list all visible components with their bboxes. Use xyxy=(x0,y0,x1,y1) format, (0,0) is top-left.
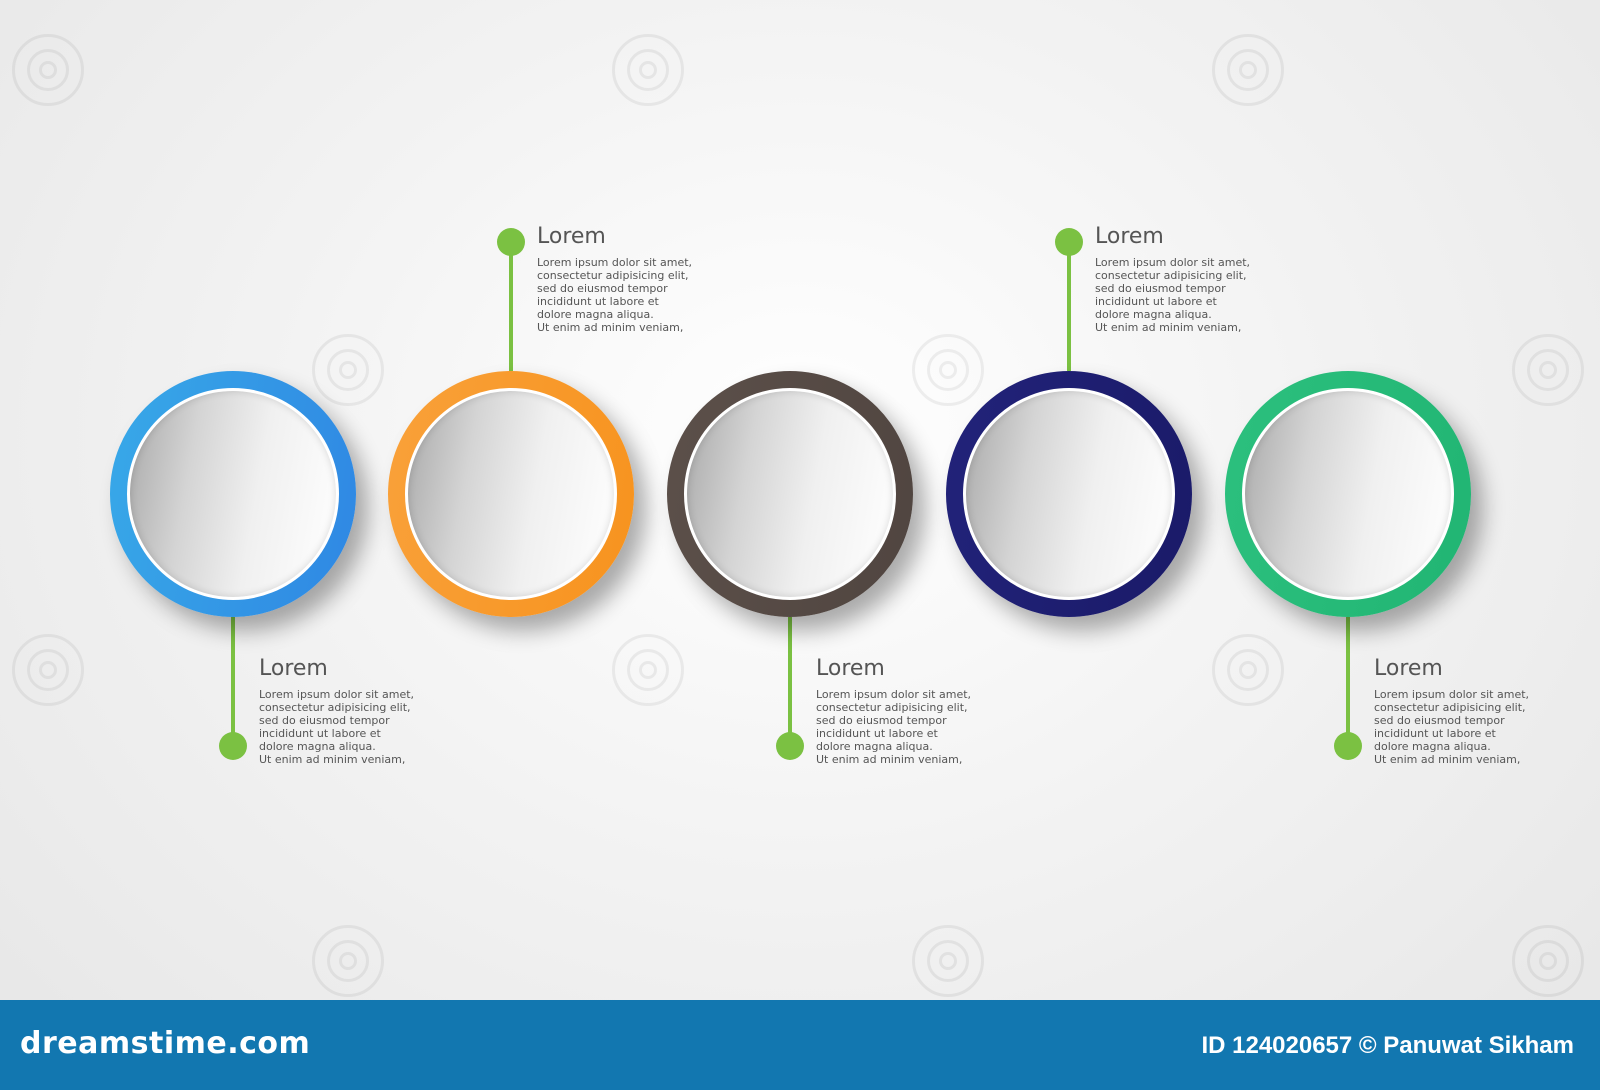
watermark-swirl xyxy=(1212,634,1284,706)
step-body-text: consectetur adipisicing elit, xyxy=(537,269,689,282)
watermark-swirl xyxy=(612,34,684,106)
step-ring-center xyxy=(405,388,617,600)
step-body-text: sed do eiusmod tempor xyxy=(259,714,390,727)
step-heading: Lorem xyxy=(1095,224,1164,249)
step-body-text: sed do eiusmod tempor xyxy=(1095,282,1226,295)
step-body-text: incididunt ut labore et xyxy=(816,727,938,740)
connector-dot xyxy=(497,228,525,256)
watermark-swirl xyxy=(1512,925,1584,997)
connector-line xyxy=(788,617,792,746)
step-heading: Lorem xyxy=(816,656,885,681)
step-body-text: Ut enim ad minim veniam, xyxy=(1095,321,1242,334)
step-body-text: dolore magna aliqua. xyxy=(1095,308,1212,321)
connector-dot xyxy=(1055,228,1083,256)
step-body-text: sed do eiusmod tempor xyxy=(537,282,668,295)
connector-dot xyxy=(1334,732,1362,760)
watermark-swirl xyxy=(912,925,984,997)
step-ring[interactable] xyxy=(667,371,913,617)
watermark-swirl xyxy=(1212,34,1284,106)
step-body-text: dolore magna aliqua. xyxy=(816,740,933,753)
step-ring-center xyxy=(1242,388,1454,600)
step-body-text: consectetur adipisicing elit, xyxy=(259,701,411,714)
step-ring[interactable] xyxy=(110,371,356,617)
step-body-text: consectetur adipisicing elit, xyxy=(1374,701,1526,714)
watermark-swirl xyxy=(312,925,384,997)
step-body-text: incididunt ut labore et xyxy=(1095,295,1217,308)
connector-dot xyxy=(776,732,804,760)
step-body-text: incididunt ut labore et xyxy=(1374,727,1496,740)
connector-line xyxy=(1067,242,1071,371)
watermark-swirl xyxy=(1512,334,1584,406)
step-body-text: Lorem ipsum dolor sit amet, xyxy=(537,256,693,269)
step-body-text: consectetur adipisicing elit, xyxy=(1095,269,1247,282)
step-body-text: consectetur adipisicing elit, xyxy=(816,701,968,714)
step-body-text: Lorem ipsum dolor sit amet, xyxy=(816,688,972,701)
connector-line xyxy=(1346,617,1350,746)
step-ring-center xyxy=(684,388,896,600)
step-body-text: Ut enim ad minim veniam, xyxy=(816,753,963,766)
step-body-text: sed do eiusmod tempor xyxy=(1374,714,1505,727)
connector-dot xyxy=(219,732,247,760)
connector-line xyxy=(509,242,513,371)
step-body-text: Lorem ipsum dolor sit amet, xyxy=(259,688,415,701)
step-body-text: sed do eiusmod tempor xyxy=(816,714,947,727)
step-body-text: Lorem ipsum dolor sit amet, xyxy=(1374,688,1530,701)
step-body-text: dolore magna aliqua. xyxy=(537,308,654,321)
step-ring-center xyxy=(127,388,339,600)
step-ring[interactable] xyxy=(388,371,634,617)
step-heading: Lorem xyxy=(537,224,606,249)
step-body-text: Lorem ipsum dolor sit amet, xyxy=(1095,256,1251,269)
watermark-swirl xyxy=(912,334,984,406)
step-ring[interactable] xyxy=(946,371,1192,617)
watermark-swirl xyxy=(312,334,384,406)
step-body-text: dolore magna aliqua. xyxy=(259,740,376,753)
step-body-text: Ut enim ad minim veniam, xyxy=(1374,753,1521,766)
footer-bar: dreamstime.com ID 124020657 © Panuwat Si… xyxy=(0,1000,1600,1090)
step-body-text: dolore magna aliqua. xyxy=(1374,740,1491,753)
step-body-text: Ut enim ad minim veniam, xyxy=(259,753,406,766)
watermark-swirl xyxy=(612,634,684,706)
connector-line xyxy=(231,617,235,746)
footer-site-name[interactable]: dreamstime.com xyxy=(20,1026,311,1061)
watermark-swirl xyxy=(12,34,84,106)
watermark-swirl xyxy=(12,634,84,706)
step-heading: Lorem xyxy=(259,656,328,681)
step-ring-center xyxy=(963,388,1175,600)
step-body-text: incididunt ut labore et xyxy=(259,727,381,740)
step-ring[interactable] xyxy=(1225,371,1471,617)
step-heading: Lorem xyxy=(1374,656,1443,681)
step-body-text: incididunt ut labore et xyxy=(537,295,659,308)
step-body-text: Ut enim ad minim veniam, xyxy=(537,321,684,334)
footer-credit: ID 124020657 © Panuwat Sikham xyxy=(1201,1032,1574,1059)
